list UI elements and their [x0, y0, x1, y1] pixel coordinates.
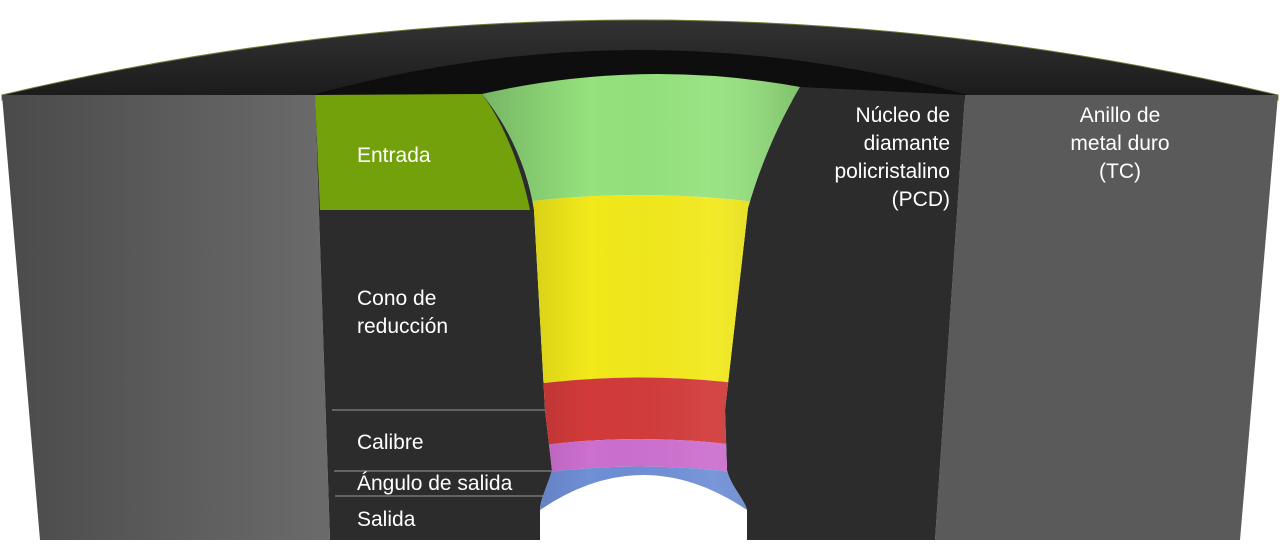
label-salida: Salida	[357, 508, 416, 531]
label-anillo-tc: Anillo de metal duro (TC)	[1070, 104, 1170, 183]
label-entrada: Entrada	[357, 144, 431, 167]
label-calibre: Calibre	[357, 431, 424, 454]
ring-right-face	[935, 95, 1278, 540]
core-right-face	[725, 87, 965, 540]
ring-left-face	[2, 95, 330, 540]
label-angulo-de-salida: Ángulo de salida	[357, 472, 513, 495]
exit-hole	[540, 476, 747, 540]
core-top-surface	[312, 50, 968, 95]
label-cono-de-reduccion: Cono de reducción	[357, 287, 449, 338]
label-nucleo-pcd: Núcleo de diamante policristalino (PCD)	[834, 104, 950, 211]
entrada-zone-highlight	[315, 94, 530, 210]
